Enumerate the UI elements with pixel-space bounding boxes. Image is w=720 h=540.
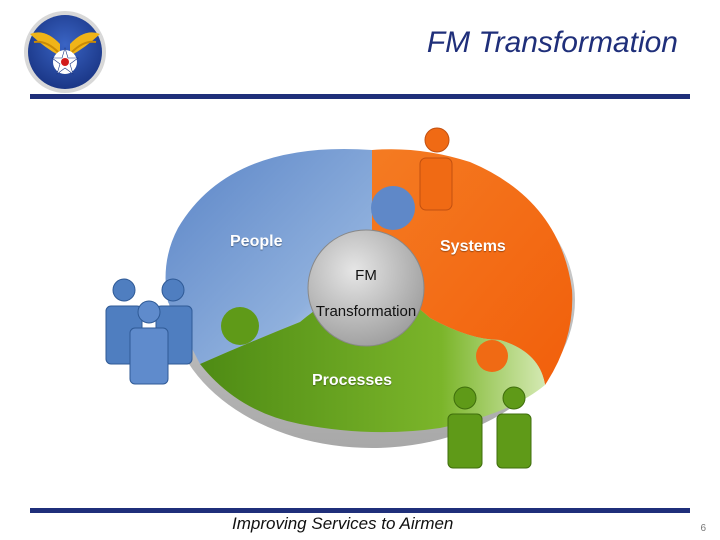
- center-label: FM Transformation: [306, 258, 426, 330]
- people-blue-group-icon: [105, 278, 193, 385]
- center-hub: [307, 229, 425, 347]
- puzzle-knob-orange: [476, 340, 508, 372]
- header-divider: [30, 94, 690, 99]
- center-label-line1: FM: [355, 267, 377, 284]
- segment-label-systems: Systems: [440, 238, 506, 255]
- center-label-line2: Transformation: [315, 303, 417, 320]
- puzzle-knob-blue: [371, 186, 415, 230]
- page-title: FM Transformation: [426, 26, 678, 59]
- footer-divider: [30, 508, 690, 513]
- people-green-pair-icon: [447, 386, 532, 469]
- segment-label-processes: Processes: [312, 372, 393, 389]
- person-orange-icon: [419, 127, 453, 211]
- footer-tagline: Improving Services to Airmen: [232, 514, 454, 533]
- segment-label-people: People: [230, 233, 283, 250]
- puzzle-piece-people: [165, 148, 372, 364]
- logo-seal-icon: [24, 11, 106, 93]
- page-number: 6: [700, 523, 706, 534]
- puzzle-knob-green: [221, 307, 259, 345]
